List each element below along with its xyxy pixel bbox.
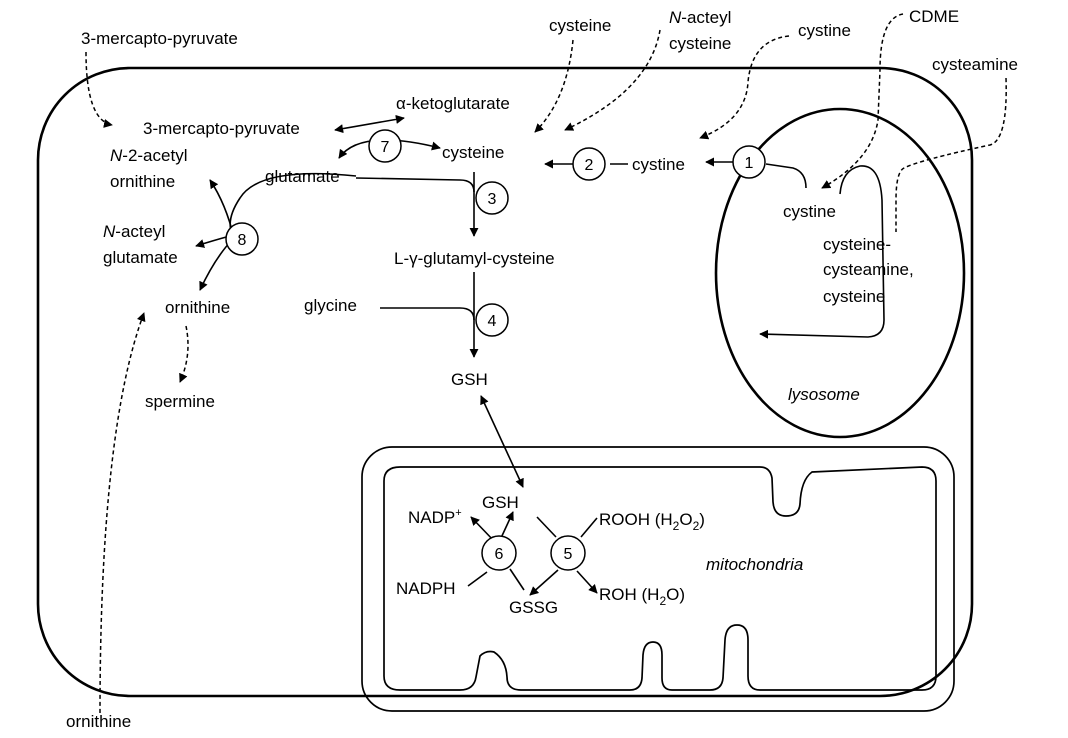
rooh-label: ROOH (H2O2) — [599, 510, 705, 533]
enzyme-6: 6 — [481, 535, 517, 571]
nadp-plus-label: NADP+ — [408, 507, 462, 527]
lysosome-cysteine-cysteamine-1: cysteine- — [823, 235, 891, 254]
mercaptopyruvate-label: 3-mercapto-pyruvate — [143, 119, 300, 138]
lysosome-cysteine-cysteamine-3: cysteine — [823, 287, 885, 306]
svg-text:2: 2 — [585, 157, 594, 174]
lysosome-membrane — [714, 107, 966, 439]
transport-arrows — [85, 13, 1007, 714]
glycine-label: glycine — [304, 296, 357, 315]
mercaptopyruvate-extracellular: 3-mercapto-pyruvate — [81, 29, 238, 48]
cysteine-extracellular: cysteine — [549, 16, 611, 35]
cystine-extracellular: cystine — [798, 21, 851, 40]
mitochondria-label: mitochondria — [706, 555, 803, 574]
n2-acetyl-ornithine-label: N-2-acetyl — [110, 146, 187, 165]
ornithine-extracellular: ornithine — [66, 712, 131, 731]
roh-label: ROH (H2O) — [599, 585, 685, 608]
n-acetyl-cysteine-extracellular-line2: cysteine — [669, 34, 731, 53]
cysteine-label: cysteine — [442, 143, 504, 162]
enzyme-markers: 1 2 3 4 5 6 7 8 — [225, 129, 766, 571]
mitochondria-membrane — [361, 446, 955, 712]
glutamyl-cysteine-label: L-γ-glutamyl-cysteine — [394, 249, 555, 268]
svg-text:1: 1 — [745, 155, 754, 172]
spermine-label: spermine — [145, 392, 215, 411]
n-acetyl-glutamate-label-line2: glutamate — [103, 248, 178, 267]
ornithine-label: ornithine — [165, 298, 230, 317]
enzyme-3: 3 — [475, 181, 509, 215]
n-acetyl-cysteine-extracellular: N-acteyl — [669, 8, 731, 27]
metabolite-labels: 3-mercapto-pyruvate cysteine N-acteyl cy… — [66, 7, 1018, 731]
enzyme-7: 7 — [368, 129, 402, 163]
lysosome-cystine-label: cystine — [783, 202, 836, 221]
svg-text:6: 6 — [495, 546, 504, 563]
cdme-label: CDME — [909, 7, 959, 26]
nadph-label: NADPH — [396, 579, 456, 598]
cysteamine-label: cysteamine — [932, 55, 1018, 74]
svg-text:7: 7 — [381, 139, 390, 156]
svg-text:8: 8 — [238, 232, 247, 249]
enzyme-4: 4 — [475, 303, 509, 337]
n2-acetyl-ornithine-label-line2: ornithine — [110, 172, 175, 191]
gsh-mito-label: GSH — [482, 493, 519, 512]
cell-membrane — [36, 66, 974, 698]
enzyme-5: 5 — [550, 535, 586, 571]
alpha-ketoglutarate-label: α-ketoglutarate — [396, 94, 510, 113]
gsh-cytosol-label: GSH — [451, 370, 488, 389]
svg-text:5: 5 — [564, 546, 573, 563]
enzyme-2: 2 — [572, 147, 606, 181]
cystine-cytosol-label: cystine — [632, 155, 685, 174]
enzyme-8: 8 — [225, 222, 259, 256]
enzyme-1: 1 — [732, 145, 766, 179]
svg-text:3: 3 — [488, 191, 497, 208]
reaction-arrows — [195, 114, 885, 596]
svg-text:4: 4 — [488, 313, 497, 330]
lysosome-label: lysosome — [788, 385, 860, 404]
lysosome-cysteine-cysteamine-2: cysteamine, — [823, 260, 914, 279]
gssg-label: GSSG — [509, 598, 558, 617]
glutamate-label: glutamate — [265, 167, 340, 186]
n-acetyl-glutamate-label: N-acteyl — [103, 222, 165, 241]
